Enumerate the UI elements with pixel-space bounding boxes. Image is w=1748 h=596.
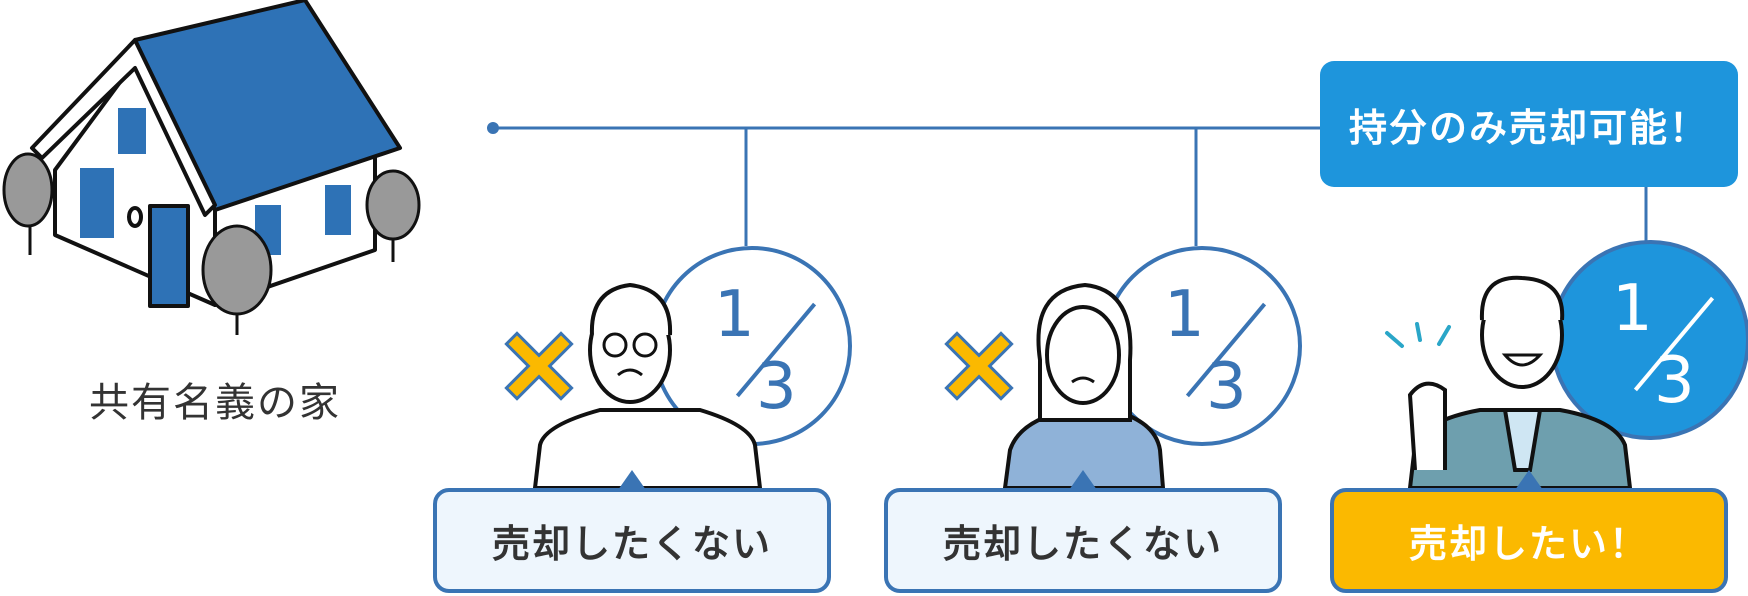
- choice-label: 売却したくない: [942, 522, 1223, 566]
- pointer-triangle: [1069, 470, 1097, 490]
- choice-label: 売却したくない: [491, 522, 772, 566]
- pointer-triangle: [1515, 470, 1543, 490]
- woman-illustration: [1002, 282, 1166, 490]
- choice-label: 売却したい！: [1408, 522, 1649, 566]
- house-illustration: [30, 0, 402, 308]
- owner-choice-no: 売却したくない: [433, 470, 831, 593]
- young-man-illustration: [1407, 275, 1633, 490]
- share-denominator: 3: [756, 350, 797, 424]
- share-numerator: 1: [1164, 278, 1205, 352]
- share-circle-active: 1 3: [1550, 240, 1748, 440]
- callout-partial-sale: 持分のみ売却可能！: [1320, 61, 1738, 187]
- pointer-triangle: [618, 470, 646, 490]
- share-numerator: 1: [1612, 272, 1653, 346]
- sparkle-icon: [1385, 322, 1451, 348]
- connector-lines: [493, 126, 1648, 246]
- share-circle: 1 3: [1102, 246, 1302, 446]
- owner-choice-yes: 売却したい！: [1330, 470, 1728, 593]
- elderly-man-illustration: [532, 282, 763, 490]
- house-label: 共有名義の家: [89, 380, 341, 426]
- share-denominator: 3: [1654, 344, 1695, 418]
- share-numerator: 1: [714, 278, 755, 352]
- connector-dot: [487, 122, 499, 134]
- owner-choice-no: 売却したくない: [884, 470, 1282, 593]
- tree-illustrations: [2, 152, 421, 335]
- share-denominator: 3: [1206, 350, 1247, 424]
